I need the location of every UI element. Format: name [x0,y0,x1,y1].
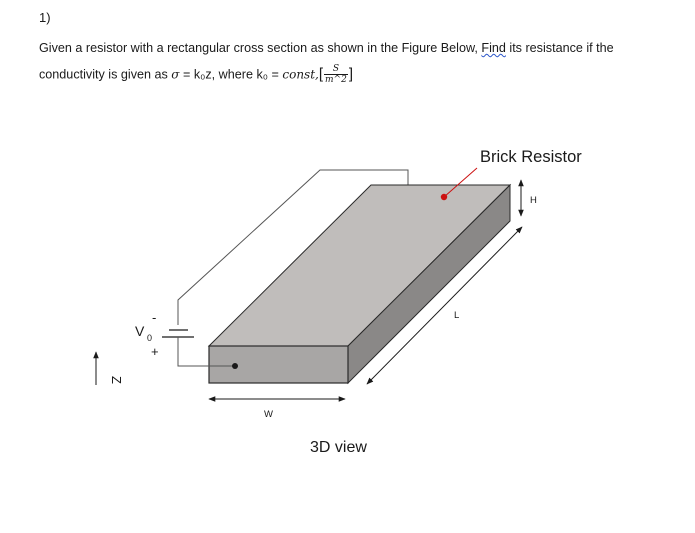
source-label: V [135,323,145,339]
height-label: H [530,195,537,206]
find-word: Find [481,41,506,55]
k0z-expression: k₀z, [193,67,216,82]
source-subscript: 0 [147,333,152,343]
probe-dot [440,193,448,201]
brick-front-face [208,345,349,384]
view-label: 3D view [310,439,367,456]
conductivity-text: conductivity is given as [39,67,172,82]
question-text-end: its resistance if the [505,41,614,55]
units-denominator: m^2 [325,75,347,85]
where-text: where k₀ = [215,67,283,82]
wire-top [177,169,409,325]
z-axis-label: Z [109,376,124,384]
question-text-start: Given a resistor with a rectangular cros… [39,41,482,55]
sigma-symbol: σ [171,67,180,82]
question-number: 1) [39,10,51,25]
length-label: L [454,310,459,321]
minus-sign: - [152,310,156,325]
figure-title: Brick Resistor [480,148,582,166]
width-label: W [264,409,273,420]
contact-dot [232,363,238,369]
units-numerator: S [324,65,348,75]
question-text-line2: conductivity is given as σ = k₀z, where … [39,65,353,85]
length-arrow [366,226,523,385]
equals-sign: = [179,67,194,82]
const-text: const, [282,67,319,82]
probe-line [443,167,478,198]
question-text-line1: Given a resistor with a rectangular cros… [39,41,614,55]
wire-bottom [177,337,235,367]
plus-sign: + [151,344,159,359]
bracket-open: [ [318,65,324,83]
bracket-close: ] [348,65,353,83]
